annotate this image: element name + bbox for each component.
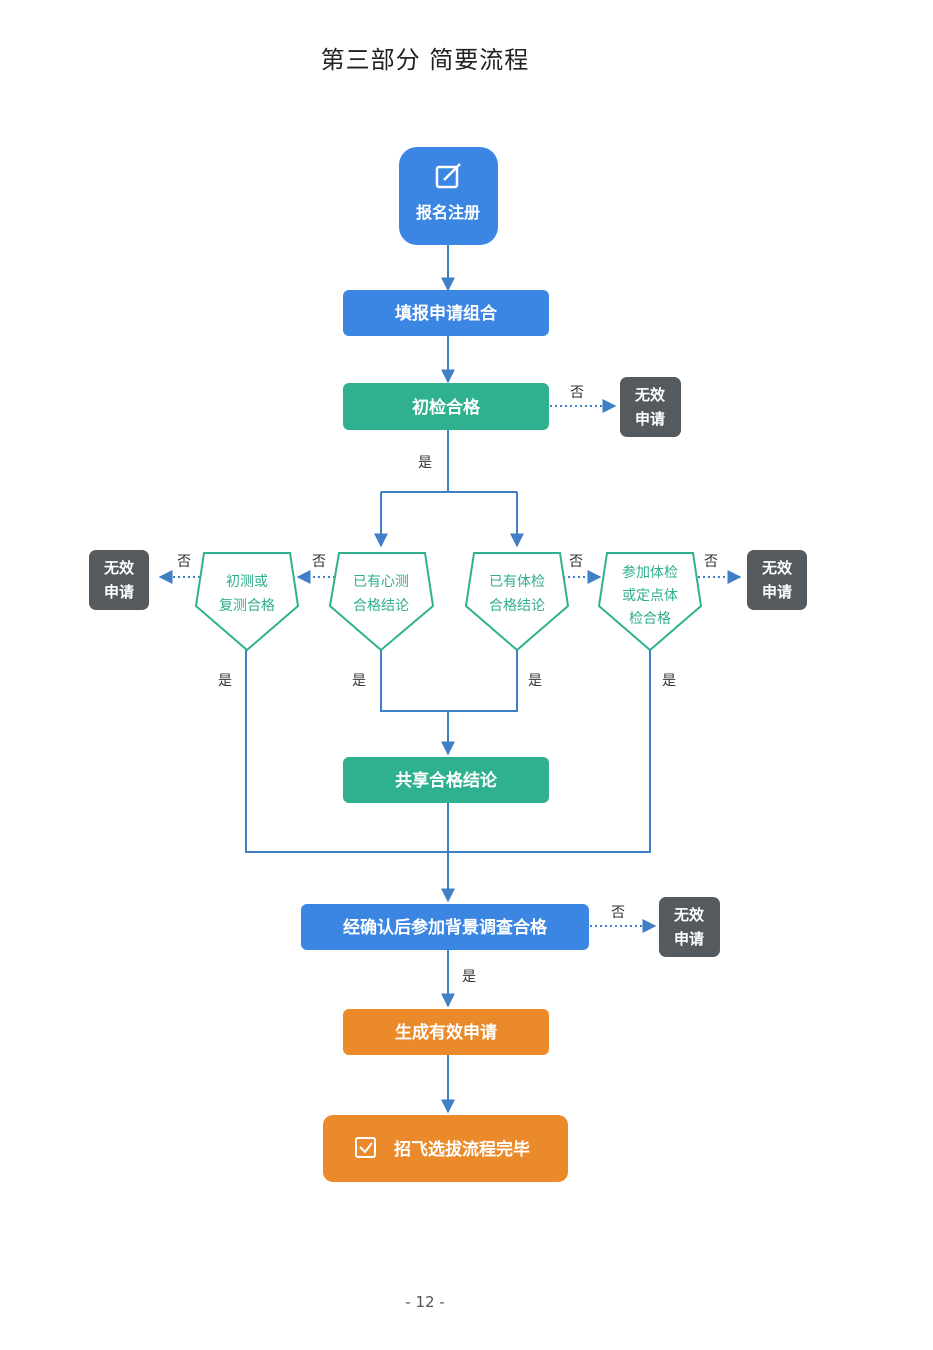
- invalid-line-2: 申请: [635, 410, 665, 428]
- label-no-background: 否: [611, 905, 625, 921]
- label-no-designated: 否: [704, 554, 718, 570]
- label-yes-designated: 是: [662, 673, 676, 689]
- connectors: [245, 245, 651, 1114]
- node-initial-check-label: 初检合格: [412, 397, 481, 418]
- node-invalid-designated: 无效 申请: [747, 550, 807, 610]
- page-title: 第三部分 简要流程: [320, 46, 530, 74]
- decision-physical-line-1: 已有体检: [489, 574, 545, 590]
- decision-retest-line-1: 初测或: [226, 573, 268, 590]
- node-invalid-retest: 无效 申请: [89, 550, 149, 610]
- node-fill-form: 填报申请组合: [343, 290, 549, 336]
- decision-psych-line-2: 合格结论: [353, 598, 409, 614]
- edit-icon: [435, 163, 461, 189]
- invalid-line-1: 无效: [761, 559, 793, 577]
- decision-psych: 已有心测 合格结论: [328, 552, 435, 652]
- node-background-check-label: 经确认后参加背景调查合格: [343, 917, 548, 938]
- node-generate-label: 生成有效申请: [395, 1022, 497, 1043]
- decision-designated-line-3: 检合格: [629, 611, 671, 627]
- decision-designated: 参加体检 或定点体 检合格: [597, 552, 703, 652]
- invalid-line-2: 申请: [674, 930, 704, 948]
- decision-retest-line-2: 复测合格: [219, 597, 275, 614]
- node-register-label: 报名注册: [416, 203, 480, 222]
- decision-designated-line-2: 或定点体: [622, 588, 678, 604]
- node-fill-form-label: 填报申请组合: [395, 303, 498, 324]
- label-yes-physical: 是: [528, 673, 542, 689]
- invalid-line-1: 无效: [103, 559, 135, 577]
- decision-physical-line-2: 合格结论: [489, 598, 545, 614]
- invalid-line-1: 无效: [634, 386, 666, 404]
- node-share-result: 共享合格结论: [343, 757, 549, 803]
- label-yes-retest: 是: [218, 673, 232, 689]
- node-share-result-label: 共享合格结论: [395, 770, 498, 791]
- invalid-line-1: 无效: [673, 906, 705, 924]
- decision-psych-line-1: 已有心测: [353, 574, 409, 590]
- node-complete: 招飞选拔流程完毕: [323, 1115, 568, 1182]
- node-complete-label: 招飞选拔流程完毕: [394, 1139, 530, 1160]
- edge-results-merge: [380, 650, 518, 712]
- invalid-line-2: 申请: [762, 583, 792, 601]
- decision-designated-line-1: 参加体检: [622, 564, 678, 581]
- page-number: - 12 -: [405, 1293, 445, 1311]
- label-no-retest: 否: [177, 554, 191, 570]
- node-generate: 生成有效申请: [343, 1009, 549, 1055]
- node-background-check: 经确认后参加背景调查合格: [301, 904, 589, 950]
- label-no-initial: 否: [570, 385, 584, 401]
- node-register: 报名注册: [399, 147, 498, 245]
- decision-physical: 已有体检 合格结论: [464, 552, 570, 652]
- node-invalid-initial: 无效 申请: [620, 377, 681, 437]
- invalid-line-2: 申请: [104, 583, 134, 601]
- node-initial-check: 初检合格: [343, 383, 549, 430]
- label-no-psych: 否: [312, 554, 326, 570]
- label-yes-background: 是: [462, 969, 476, 985]
- reject-connectors: [158, 399, 742, 933]
- decision-retest: 初测或 复测合格: [194, 552, 300, 652]
- label-yes-initial: 是: [418, 455, 432, 471]
- node-invalid-background: 无效 申请: [659, 897, 720, 957]
- checkbox-icon: [355, 1137, 376, 1158]
- label-no-physical: 否: [569, 554, 583, 570]
- label-yes-psych: 是: [352, 673, 366, 689]
